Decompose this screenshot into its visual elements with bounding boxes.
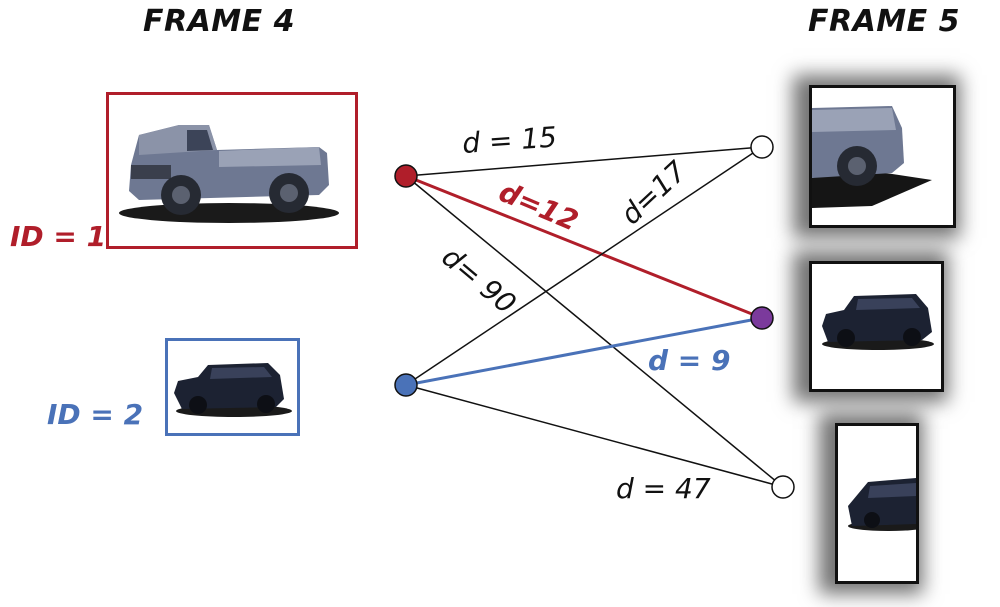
node-frame5-bottom xyxy=(771,475,795,499)
frame5-detection-middle xyxy=(809,261,944,392)
track-id-2-label: ID = 2 xyxy=(47,398,144,431)
node-frame5-top xyxy=(750,135,774,159)
edge-id2-top xyxy=(405,146,763,386)
edge-id2-middle xyxy=(405,316,763,387)
edge-id2-bottom xyxy=(405,384,784,488)
detection-box-id-2 xyxy=(165,338,300,436)
frame5-detection-top xyxy=(809,85,956,228)
suv-crop-image xyxy=(822,294,934,350)
node-track-1 xyxy=(394,164,418,188)
truck-rear-crop-image xyxy=(812,106,932,208)
edge-label-d9: d = 9 xyxy=(648,344,730,377)
node-track-2 xyxy=(394,373,418,397)
pickup-truck-image xyxy=(119,125,339,223)
edge-id1-bottom xyxy=(405,175,784,488)
detection-box-id-1 xyxy=(106,92,358,249)
frame-5-title: FRAME 5 xyxy=(808,4,960,39)
suv-front-crop-image xyxy=(848,478,916,531)
node-frame5-middle xyxy=(750,306,774,330)
frame-4-title: FRAME 4 xyxy=(143,4,295,39)
edge-id1-middle xyxy=(405,174,763,320)
edge-id1-top xyxy=(405,146,763,177)
edge-label-d15: d = 15 xyxy=(461,120,558,160)
edge-label-d90: d= 90 xyxy=(436,240,523,320)
frame5-detection-bottom xyxy=(835,423,919,584)
track-id-1-label: ID = 1 xyxy=(10,220,107,253)
edge-label-d47: d = 47 xyxy=(616,472,711,505)
suv-image xyxy=(174,363,292,417)
